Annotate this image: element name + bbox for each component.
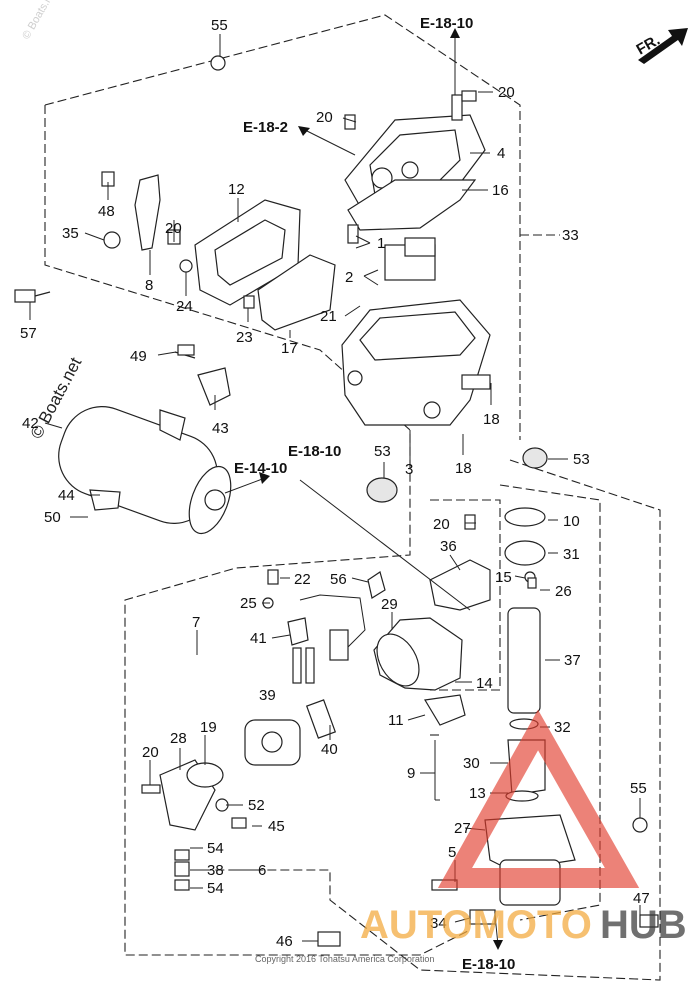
part-number: 54 bbox=[207, 880, 224, 897]
part-number: 33 bbox=[562, 227, 579, 244]
part-number: 3 bbox=[405, 461, 413, 478]
part-number: 13 bbox=[469, 785, 486, 802]
part-number: 42 bbox=[22, 415, 39, 432]
ref-e18-10-top: E-18-10 bbox=[420, 15, 473, 32]
part-number-labels: 55 20 20 4 16 33 1 2 12 48 20 35 8 24 57… bbox=[20, 17, 650, 950]
part-number: 48 bbox=[98, 203, 115, 220]
front-direction-label: FR. bbox=[634, 32, 663, 59]
part-number: 9 bbox=[407, 765, 415, 782]
needle-valve-and-float bbox=[347, 224, 436, 281]
leader-lines bbox=[29, 34, 641, 942]
copyright-text: Copyright 2016 Tohatsu America Corporati… bbox=[255, 954, 434, 964]
part-number: 16 bbox=[492, 182, 509, 199]
part-number: 47 bbox=[633, 890, 650, 907]
part-number: 12 bbox=[228, 181, 245, 198]
part-number: 53 bbox=[374, 443, 391, 460]
part-number: 43 bbox=[212, 420, 229, 437]
part-number: 56 bbox=[330, 571, 347, 588]
part-number: 44 bbox=[58, 487, 75, 504]
part-number: 18 bbox=[483, 411, 500, 428]
part-number: 19 bbox=[200, 719, 217, 736]
part-number: 26 bbox=[555, 583, 572, 600]
part-number: 39 bbox=[259, 687, 276, 704]
part-number: 40 bbox=[321, 741, 338, 758]
part-number: 37 bbox=[564, 652, 581, 669]
part-number: 49 bbox=[130, 348, 147, 365]
part-number: 22 bbox=[294, 571, 311, 588]
part-number: 46 bbox=[276, 933, 293, 950]
part-number: 52 bbox=[248, 797, 265, 814]
brand-text-left: AUTOMOTO bbox=[360, 903, 592, 947]
part-number: 20 bbox=[316, 109, 333, 126]
cover-gasket bbox=[347, 179, 477, 231]
ref-e18-10-mid: E-18-10 bbox=[288, 443, 341, 460]
part-number: 10 bbox=[563, 513, 580, 530]
part-number: 20 bbox=[165, 220, 182, 237]
ref-e14-10: E-14-10 bbox=[234, 460, 287, 477]
reference-arrows bbox=[224, 28, 688, 950]
fuel-pump-electric bbox=[58, 351, 232, 535]
brand-text-right: HUB bbox=[600, 903, 687, 947]
part-number: 28 bbox=[170, 730, 187, 747]
part-number: 38 bbox=[207, 862, 224, 879]
part-number: 11 bbox=[388, 712, 404, 729]
part-number: 45 bbox=[268, 818, 285, 835]
part-number: 14 bbox=[476, 675, 493, 692]
ref-e18-2: E-18-2 bbox=[243, 119, 288, 136]
part-number: 6 bbox=[258, 862, 266, 879]
part-number: 18 bbox=[455, 460, 472, 477]
float-chamber-gasket-plate bbox=[194, 199, 336, 331]
part-number: 23 bbox=[236, 329, 253, 346]
part-number: 20 bbox=[498, 84, 515, 101]
part-number: 50 bbox=[44, 509, 61, 526]
part-number: 5 bbox=[448, 844, 456, 861]
part-number: 21 bbox=[320, 308, 337, 325]
part-number: 8 bbox=[145, 277, 153, 294]
ref-e18-10-bottom: E-18-10 bbox=[462, 956, 515, 973]
part-number: 15 bbox=[495, 569, 512, 586]
part-number: 24 bbox=[176, 298, 193, 315]
part-number: 30 bbox=[463, 755, 480, 772]
automotohub-logo: AUTOMOTO HUB bbox=[360, 709, 687, 947]
part-number: 36 bbox=[440, 538, 457, 555]
vapor-separator-body bbox=[341, 299, 491, 426]
oil-filter-and-spring bbox=[244, 699, 337, 766]
wire-harness-and-injectors bbox=[287, 571, 463, 691]
part-number: 32 bbox=[554, 719, 571, 736]
part-number: 54 bbox=[207, 840, 224, 857]
part-number: 35 bbox=[62, 225, 79, 242]
part-number: 2 bbox=[345, 269, 353, 286]
part-number: 31 bbox=[563, 546, 580, 563]
part-number: 7 bbox=[192, 614, 200, 631]
part-number: 20 bbox=[433, 516, 450, 533]
part-number: 41 bbox=[250, 630, 267, 647]
part-number: 53 bbox=[573, 451, 590, 468]
part-number: 27 bbox=[454, 820, 471, 837]
part-number: 1 bbox=[377, 235, 385, 252]
part-number: 57 bbox=[20, 325, 37, 342]
part-number: 17 bbox=[281, 340, 298, 357]
part-number: 34 bbox=[430, 915, 447, 932]
part-number: 4 bbox=[497, 145, 505, 162]
part-number: 55 bbox=[211, 17, 228, 34]
part-number: 55 bbox=[630, 780, 647, 797]
part-number: 29 bbox=[381, 596, 398, 613]
part-number: 20 bbox=[142, 744, 159, 761]
part-number: 25 bbox=[240, 595, 257, 612]
faint-watermark: © Boats.net bbox=[20, 0, 59, 41]
rod-and-linkage bbox=[14, 174, 193, 303]
